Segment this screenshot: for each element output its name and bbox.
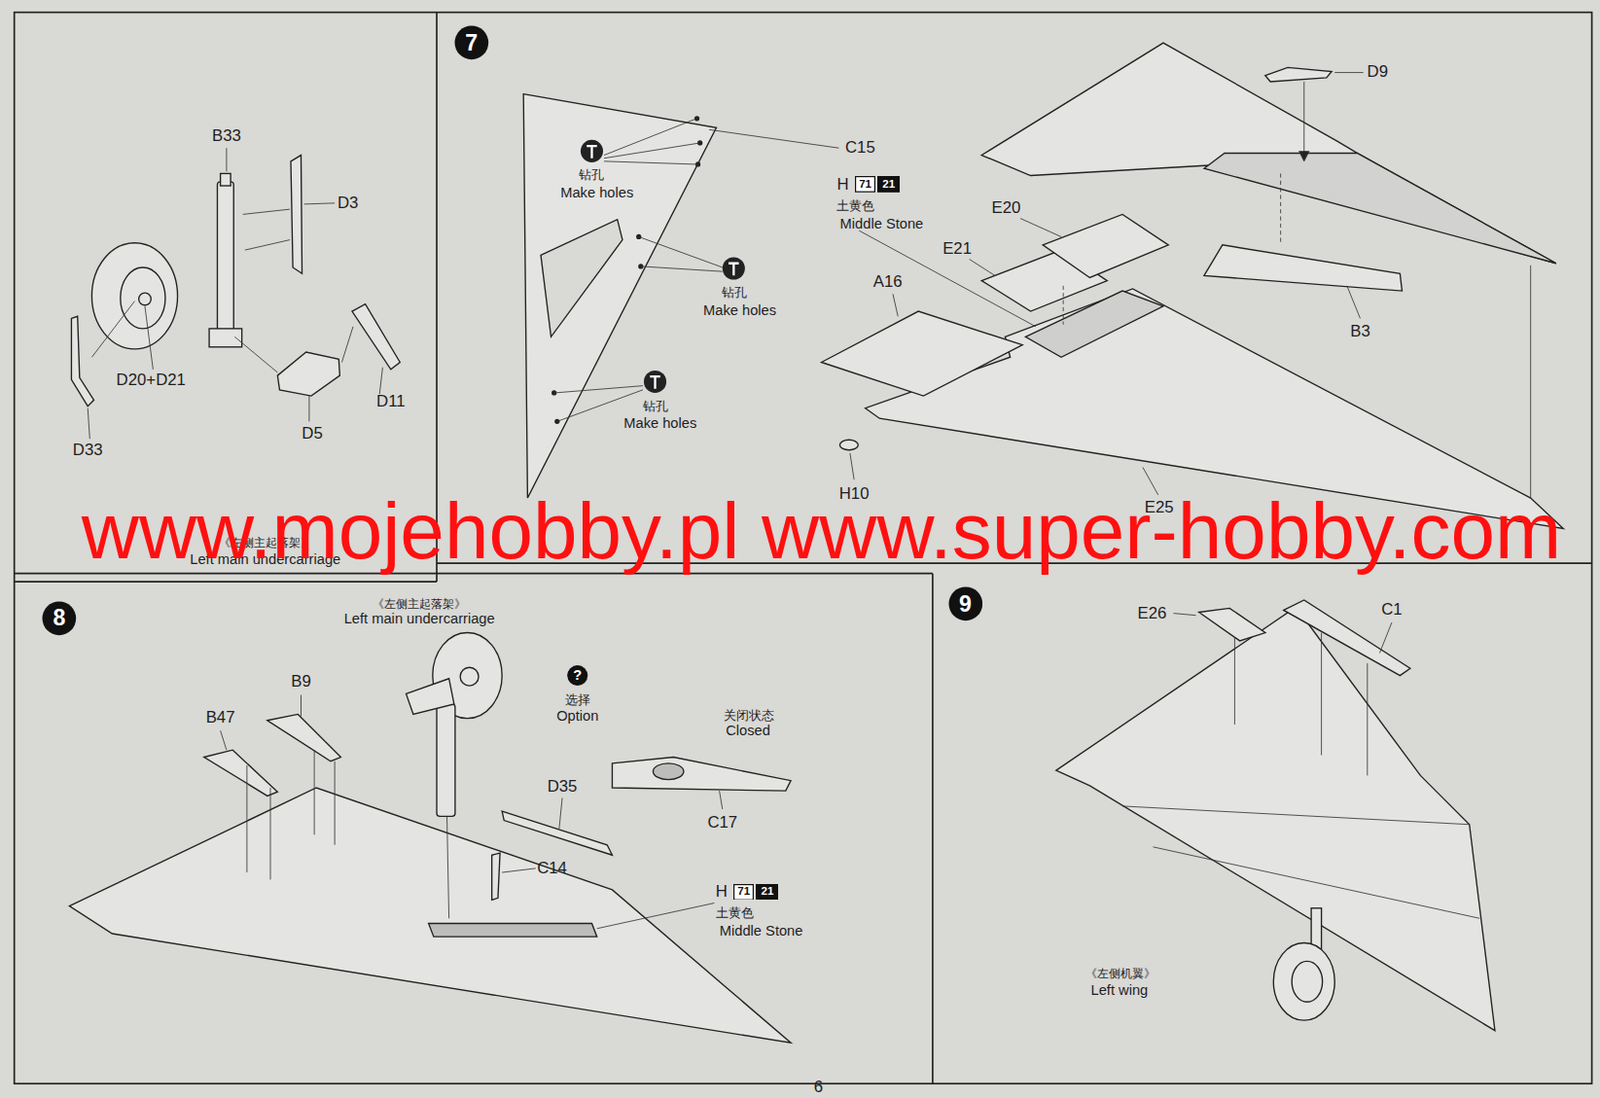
option-symbol-text: ? xyxy=(572,668,582,683)
step-number-text: 9 xyxy=(959,593,972,616)
chinese-text: 土黄色 xyxy=(836,200,875,214)
part-number: D20+D21 xyxy=(116,372,186,390)
part-number: D11 xyxy=(376,393,406,411)
instruction-text: Closed xyxy=(725,723,771,739)
chinese-text: 钻孔 xyxy=(721,286,747,300)
paint-code: 71 xyxy=(854,176,876,193)
circle-shape xyxy=(42,601,77,636)
part-number: E20 xyxy=(991,200,1021,217)
paint-code-text: 21 xyxy=(761,886,775,898)
part-number: C1 xyxy=(1381,602,1402,619)
instruction-text: Make holes xyxy=(560,185,634,201)
part-number: H xyxy=(837,176,850,193)
part-number: C14 xyxy=(536,859,568,877)
instruction-text: Left main undercarriage xyxy=(344,610,496,626)
part-number: A16 xyxy=(873,273,903,290)
step-number: 8 xyxy=(41,601,77,637)
rect-shape xyxy=(734,884,754,900)
part-number: E26 xyxy=(1137,604,1168,622)
paint-code-text: 21 xyxy=(882,178,895,191)
circle-shape xyxy=(568,666,588,686)
option-symbol: ? xyxy=(567,665,588,686)
part-number: B33 xyxy=(212,127,242,144)
part-number: B3 xyxy=(1350,323,1371,341)
part-number: D33 xyxy=(72,441,104,459)
rect-shape xyxy=(878,177,900,193)
part-number: H xyxy=(715,884,728,901)
chinese-text: 关闭状态 xyxy=(723,710,775,723)
circle-shape xyxy=(948,587,983,622)
paint-code-text: 71 xyxy=(858,178,872,191)
part-number: C17 xyxy=(707,814,738,831)
paint-code: 71 xyxy=(733,884,754,901)
instruction-text: Option xyxy=(556,709,599,724)
circle-shape xyxy=(454,26,489,61)
instruction-text: Left wing xyxy=(1090,982,1148,997)
page-number: 6 xyxy=(814,1079,823,1097)
instruction-text: Middle Stone xyxy=(719,923,804,938)
chinese-text: 钻孔 xyxy=(578,169,605,182)
step-number-text: 8 xyxy=(52,606,66,630)
chinese-text: 土黄色 xyxy=(715,907,754,921)
part-number: E21 xyxy=(942,241,972,258)
step-number-text: 7 xyxy=(464,32,478,55)
rect-shape xyxy=(756,884,779,900)
part-number: D5 xyxy=(301,425,322,442)
chinese-text: 《左侧机翼》 xyxy=(1085,968,1156,981)
chinese-text: 选择 xyxy=(565,693,591,707)
paint-code: 21 xyxy=(877,176,900,193)
rect-shape xyxy=(855,177,876,193)
part-number: D3 xyxy=(337,194,358,212)
paint-code: 21 xyxy=(755,884,779,901)
part-number: B47 xyxy=(206,709,236,726)
instruction-text: Make holes xyxy=(703,303,777,319)
chinese-text: 《左侧主起落架》 xyxy=(372,599,466,611)
step-number: 7 xyxy=(454,25,490,61)
part-number: C15 xyxy=(845,140,876,157)
instruction-text: Middle Stone xyxy=(840,215,925,231)
instruction-text: Make holes xyxy=(623,416,697,431)
part-number: D9 xyxy=(1367,64,1388,81)
paint-code-text: 71 xyxy=(737,886,750,898)
part-number: B9 xyxy=(290,673,312,690)
chinese-text: 钻孔 xyxy=(642,399,669,413)
watermark: www.mojehobby.pl www.super-hobby.com xyxy=(81,491,1562,571)
part-number: D35 xyxy=(547,778,578,795)
step-number: 9 xyxy=(948,586,984,622)
